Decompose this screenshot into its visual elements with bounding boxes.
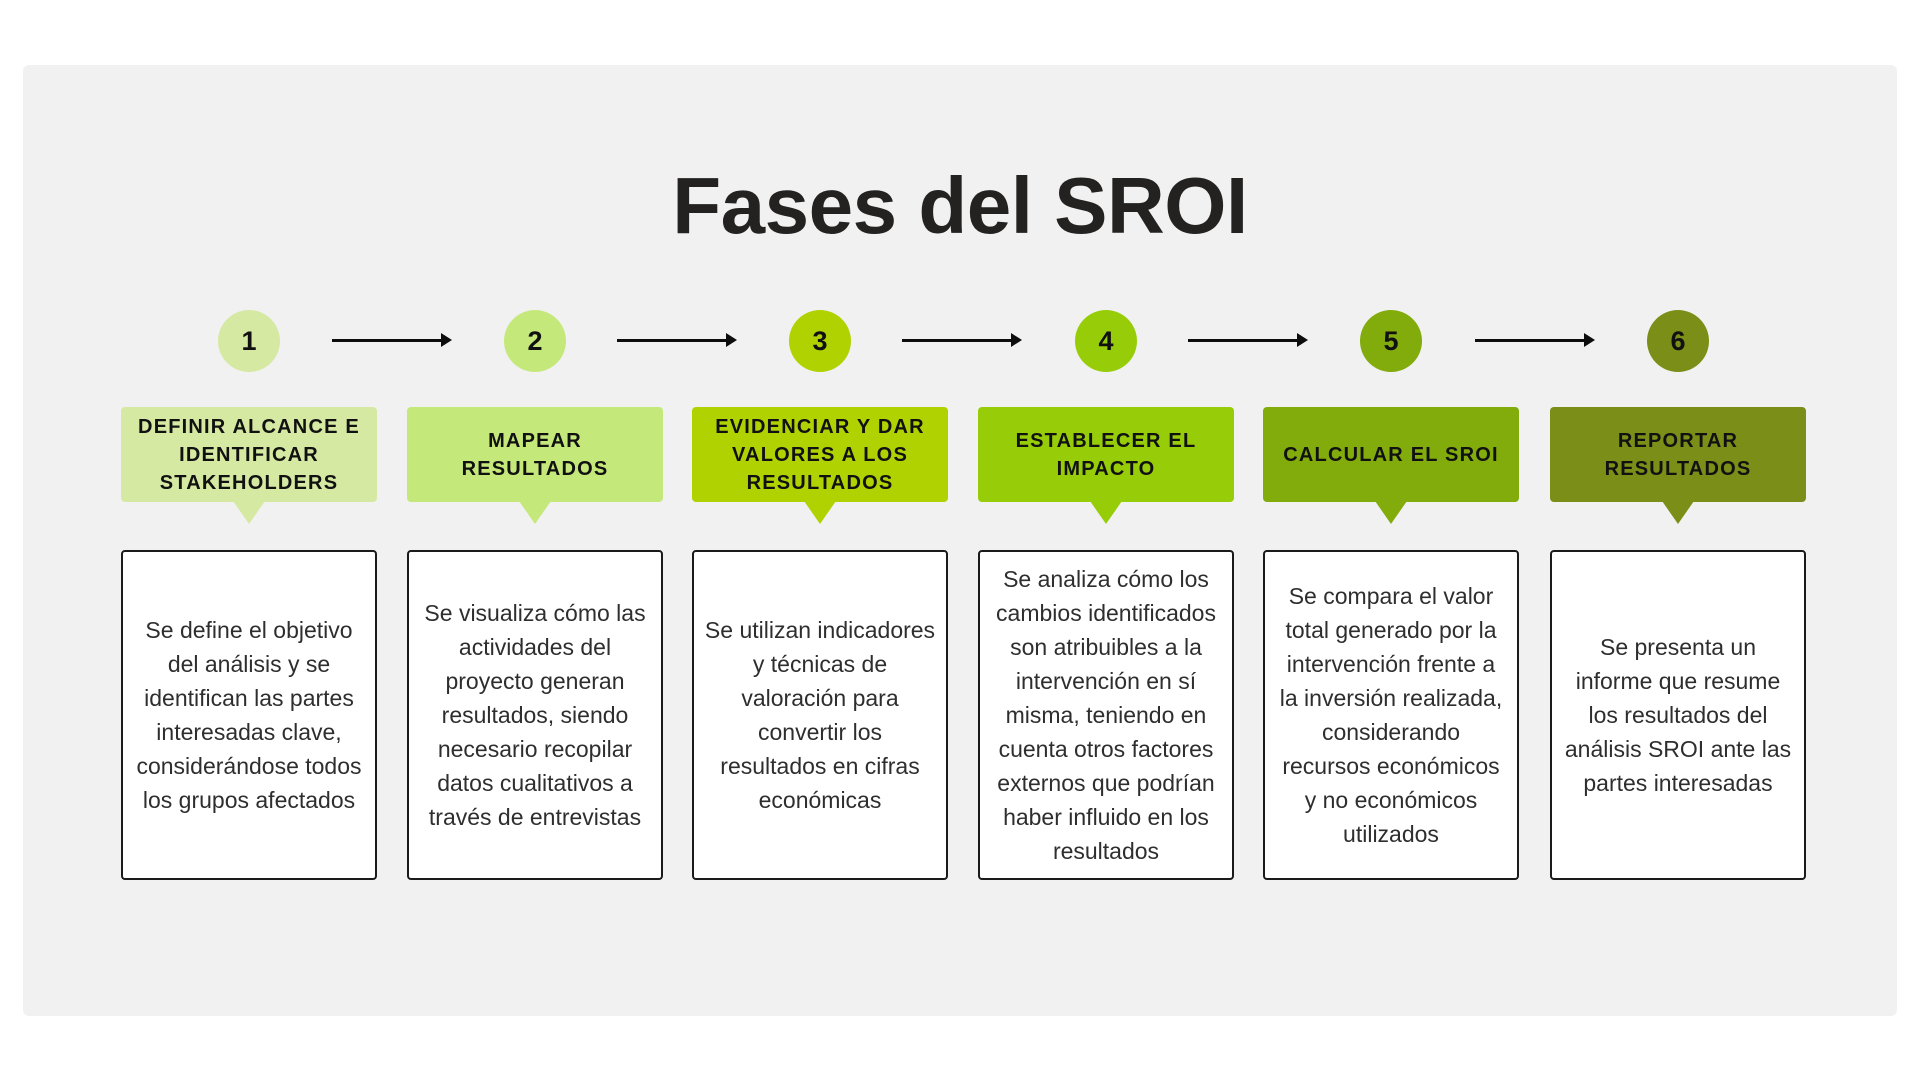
arrow-right-icon <box>902 333 1022 347</box>
step-number-badge: 1 <box>218 310 280 372</box>
step-4: 4 ESTABLECER EL IMPACTO Se analiza cómo … <box>978 0 1234 1080</box>
arrow-right-icon <box>617 333 737 347</box>
callout-pointer-icon <box>519 501 551 524</box>
callout-pointer-icon <box>1090 501 1122 524</box>
step-number-badge: 3 <box>789 310 851 372</box>
step-description: Se compara el valor total generado por l… <box>1263 550 1519 880</box>
step-heading: ESTABLECER EL IMPACTO <box>978 407 1234 502</box>
step-description: Se utilizan indicadores y técnicas de va… <box>692 550 948 880</box>
step-heading: MAPEAR RESULTADOS <box>407 407 663 502</box>
step-5: 5 CALCULAR EL SROI Se compara el valor t… <box>1263 0 1519 1080</box>
callout-pointer-icon <box>233 501 265 524</box>
callout-pointer-icon <box>1662 501 1694 524</box>
step-heading: DEFINIR ALCANCE E IDENTIFICAR STAKEHOLDE… <box>121 407 377 502</box>
step-heading: REPORTAR RESULTADOS <box>1550 407 1806 502</box>
step-number-badge: 5 <box>1360 310 1422 372</box>
step-heading: CALCULAR EL SROI <box>1263 407 1519 502</box>
arrow-right-icon <box>332 333 452 347</box>
step-3: 3 EVIDENCIAR Y DAR VALORES A LOS RESULTA… <box>692 0 948 1080</box>
step-1: 1 DEFINIR ALCANCE E IDENTIFICAR STAKEHOL… <box>121 0 377 1080</box>
arrow-right-icon <box>1188 333 1308 347</box>
step-6: 6 REPORTAR RESULTADOS Se presenta un inf… <box>1550 0 1806 1080</box>
callout-pointer-icon <box>1375 501 1407 524</box>
step-2: 2 MAPEAR RESULTADOS Se visualiza cómo la… <box>407 0 663 1080</box>
step-description: Se analiza cómo los cambios identificado… <box>978 550 1234 880</box>
step-number-badge: 2 <box>504 310 566 372</box>
step-description: Se presenta un informe que resume los re… <box>1550 550 1806 880</box>
step-description: Se define el objetivo del análisis y se … <box>121 550 377 880</box>
step-number-badge: 6 <box>1647 310 1709 372</box>
step-description: Se visualiza cómo las actividades del pr… <box>407 550 663 880</box>
arrow-right-icon <box>1475 333 1595 347</box>
step-heading: EVIDENCIAR Y DAR VALORES A LOS RESULTADO… <box>692 407 948 502</box>
step-number-badge: 4 <box>1075 310 1137 372</box>
page-title: Fases del SROI <box>672 161 1248 250</box>
callout-pointer-icon <box>804 501 836 524</box>
